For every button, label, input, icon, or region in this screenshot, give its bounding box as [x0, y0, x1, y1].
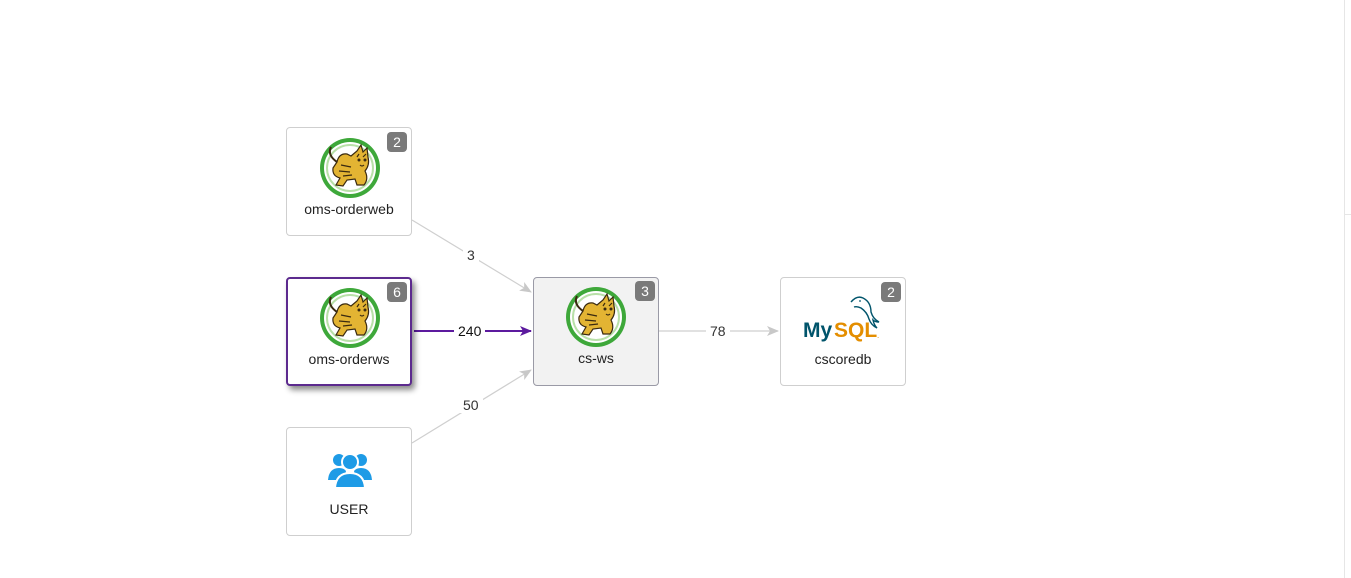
node-cs-ws[interactable]: 3 cs-ws [533, 277, 659, 386]
instance-count-badge: 3 [635, 281, 655, 301]
edge-label-csws-cscoredb: 78 [706, 323, 730, 339]
panel-divider [1344, 0, 1345, 578]
node-label: cs-ws [578, 350, 614, 366]
node-label: oms-orderweb [304, 201, 394, 217]
svg-text:.: . [877, 331, 879, 340]
tomcat-icon [563, 284, 629, 350]
edge-label-orderweb-csws: 3 [463, 247, 479, 263]
svg-text:SQL: SQL [834, 319, 877, 342]
instance-count-badge: 2 [387, 132, 407, 152]
node-label: cscoredb [814, 351, 872, 367]
node-oms-orderweb[interactable]: 2 oms-orderweb [286, 127, 412, 236]
node-oms-orderws[interactable]: 6 oms-orderws [286, 277, 412, 386]
node-label: USER [329, 501, 369, 517]
mysql-icon: My SQL . [801, 292, 887, 342]
panel-divider-tick [1344, 214, 1351, 215]
tomcat-icon [317, 135, 383, 201]
tomcat-icon [317, 285, 383, 351]
node-user[interactable]: USER [286, 427, 412, 536]
mysql-logo-text: My [803, 319, 832, 342]
node-cscoredb[interactable]: My SQL . 2 cscoredb [780, 277, 906, 386]
instance-count-badge: 6 [387, 282, 407, 302]
edge-label-orderws-csws: 240 [454, 323, 486, 339]
users-icon [327, 446, 373, 492]
node-label: oms-orderws [308, 351, 390, 367]
edge-label-user-csws: 50 [459, 397, 483, 413]
instance-count-badge: 2 [881, 282, 901, 302]
